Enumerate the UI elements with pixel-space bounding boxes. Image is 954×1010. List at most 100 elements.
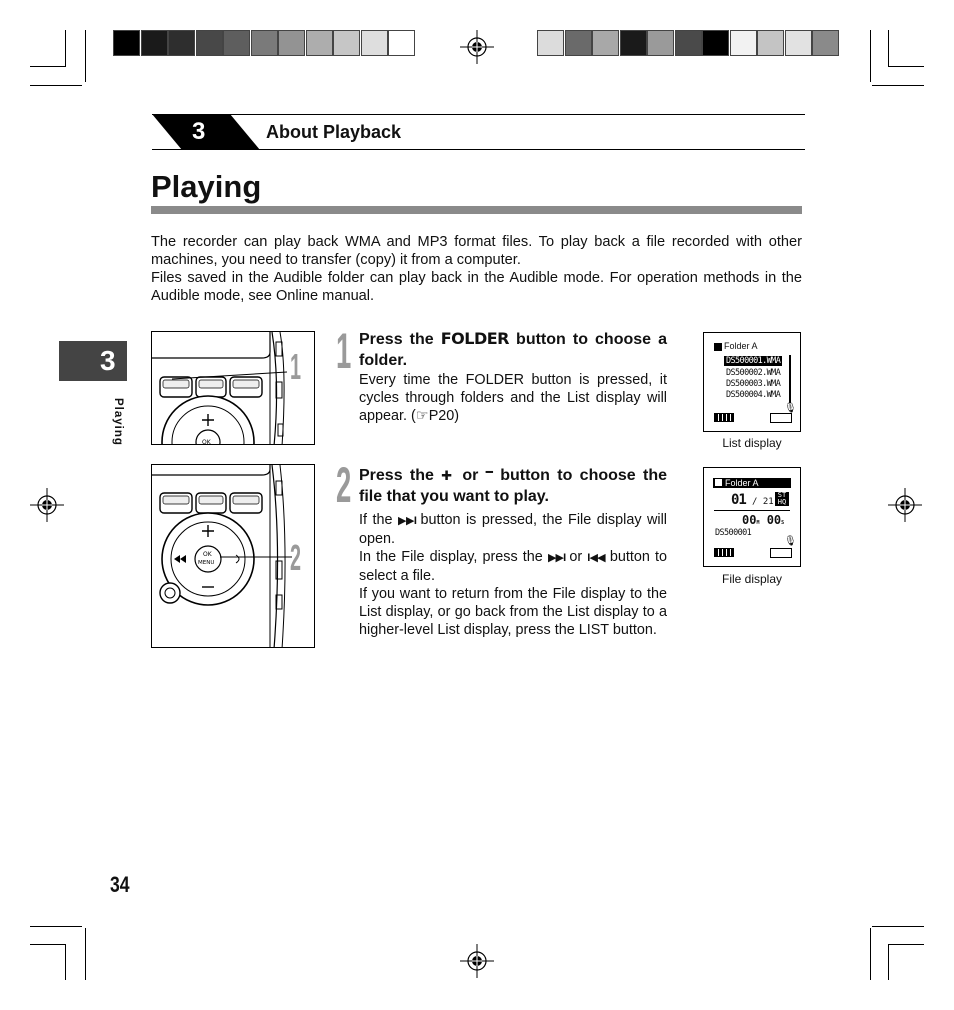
color-swatch xyxy=(564,30,592,56)
body-text: button is pressed, the File display will… xyxy=(359,512,667,547)
lcd-file-item: DS500004.WMA xyxy=(726,390,781,400)
lcd-header xyxy=(713,478,791,488)
registration-mark-icon xyxy=(888,488,922,522)
body-text: If you want to return from the File disp… xyxy=(359,586,667,638)
color-swatch xyxy=(674,30,702,56)
lcd-file-item: DS500002.WMA xyxy=(726,368,781,378)
color-swatch xyxy=(702,30,729,56)
fast-forward-icon: ▶▶I xyxy=(398,515,417,527)
step-2: Press the ✚ or ━ button to choose the fi… xyxy=(359,462,667,639)
scrollbar xyxy=(789,355,791,403)
step-title-text: Press the xyxy=(359,331,441,348)
record-mode-badge: ST HQ xyxy=(775,492,789,506)
time-seconds-value: 00 xyxy=(766,513,782,527)
svg-text:OK: OK xyxy=(203,551,213,558)
microphone-icon: 🎙 xyxy=(784,536,797,547)
file-index: 01 xyxy=(731,492,747,508)
step-number: 2 xyxy=(336,457,352,513)
step-title-text: button to choose a folder. xyxy=(359,331,667,369)
step-number: 1 xyxy=(336,323,352,379)
step-title: Press the FOLDER button to choose a fold… xyxy=(359,328,667,371)
intro-paragraph: The recorder can play back WMA and MP3 f… xyxy=(151,234,802,268)
lcd-file-item: DS500003.WMA xyxy=(726,379,781,389)
color-swatch xyxy=(140,30,168,56)
side-tab-label: Playing xyxy=(112,398,124,446)
time-minutes: 00M 00S xyxy=(742,513,784,527)
file-total: / 21 xyxy=(752,497,774,507)
step-1: Press the FOLDER button to choose a fold… xyxy=(359,328,667,425)
color-swatch xyxy=(784,30,812,56)
color-swatch xyxy=(278,30,305,56)
recorder-dpad-icon: OK MENU xyxy=(152,465,292,647)
section-number: 3 xyxy=(192,118,206,145)
sensitivity-box xyxy=(770,413,792,423)
step-body: If the ▶▶I button is pressed, the File d… xyxy=(359,511,667,548)
step-title-text: Press the xyxy=(359,467,442,484)
sensitivity-box xyxy=(770,548,792,558)
minus-icon: ━ xyxy=(485,465,493,479)
section-title: About Playback xyxy=(266,122,402,142)
body-text: or xyxy=(564,549,588,565)
lcd-filename: DS500001 xyxy=(715,528,752,538)
side-tab-number: 3 xyxy=(100,345,116,376)
page-number: 34 xyxy=(110,872,130,897)
intro-text: The recorder can play back WMA and MP3 f… xyxy=(151,233,802,305)
list-display-screen: Folder A DS500001.WMA DS500002.WMA DS500… xyxy=(703,332,801,432)
step-body: In the File display, press the ▶▶I or I◀… xyxy=(359,548,667,585)
step-body: If you want to return from the File disp… xyxy=(359,585,667,639)
step-title-text: button to choose the file that you want … xyxy=(359,467,668,505)
list-display-caption: List display xyxy=(722,436,782,450)
color-swatch xyxy=(619,30,647,56)
folder-icon xyxy=(714,343,722,351)
color-swatch xyxy=(360,30,388,56)
plus-icon: ✚ xyxy=(441,468,455,483)
folder-icon xyxy=(715,479,722,486)
battery-icon xyxy=(714,548,734,557)
color-swatch xyxy=(592,30,619,56)
page-title: Playing xyxy=(151,169,262,204)
color-swatch xyxy=(647,30,674,56)
device-illustration-step-1: OK 1 xyxy=(151,331,315,445)
body-text: If the xyxy=(359,512,398,528)
body-text: In the File display, press the xyxy=(359,549,548,565)
side-tab xyxy=(59,341,127,381)
color-swatch xyxy=(305,30,333,56)
color-swatch xyxy=(537,30,564,56)
color-swatch xyxy=(729,30,757,56)
color-swatch xyxy=(113,30,140,56)
registration-mark-icon xyxy=(30,488,64,522)
file-display-screen: Folder A 01 / 21 ST HQ 00M 00S DS500001 … xyxy=(703,467,801,567)
device-illustration-step-2: OK MENU 2 xyxy=(151,464,315,648)
step-title-text: or xyxy=(455,467,486,484)
lcd-folder-label: Folder A xyxy=(724,341,758,351)
color-swatch xyxy=(333,30,360,56)
callout-number: 2 xyxy=(290,537,302,578)
color-swatch xyxy=(812,30,839,56)
color-swatch xyxy=(223,30,250,56)
progress-line xyxy=(714,510,790,511)
registration-mark-icon xyxy=(460,30,494,64)
microphone-icon: 🎙 xyxy=(784,403,797,414)
registration-mark-icon xyxy=(460,944,494,978)
color-swatch xyxy=(757,30,784,56)
color-swatch xyxy=(388,30,415,56)
lcd-folder-label: Folder A xyxy=(725,478,759,488)
section-number-badge xyxy=(152,114,260,150)
color-swatch xyxy=(195,30,223,56)
lcd-file-item: DS500001.WMA xyxy=(724,356,783,366)
color-swatch xyxy=(250,30,278,56)
time-minutes-unit: M xyxy=(756,520,760,526)
title-underline xyxy=(151,206,802,214)
file-display-caption: File display xyxy=(721,572,783,586)
step-body: Every time the FOLDER button is pressed,… xyxy=(359,372,667,424)
step-title: Press the ✚ or ━ button to choose the fi… xyxy=(359,462,667,507)
folder-key-label: FOLDER xyxy=(440,329,510,348)
intro-paragraph: Files saved in the Audible folder can pl… xyxy=(151,270,802,304)
svg-text:OK: OK xyxy=(202,439,212,445)
time-seconds-unit: S xyxy=(781,520,785,526)
color-swatch xyxy=(168,30,195,56)
svg-text:MENU: MENU xyxy=(198,560,214,566)
battery-icon xyxy=(714,413,734,422)
recorder-folder-buttons-icon: OK xyxy=(152,332,288,445)
body-text: button to select a file. xyxy=(359,549,667,584)
